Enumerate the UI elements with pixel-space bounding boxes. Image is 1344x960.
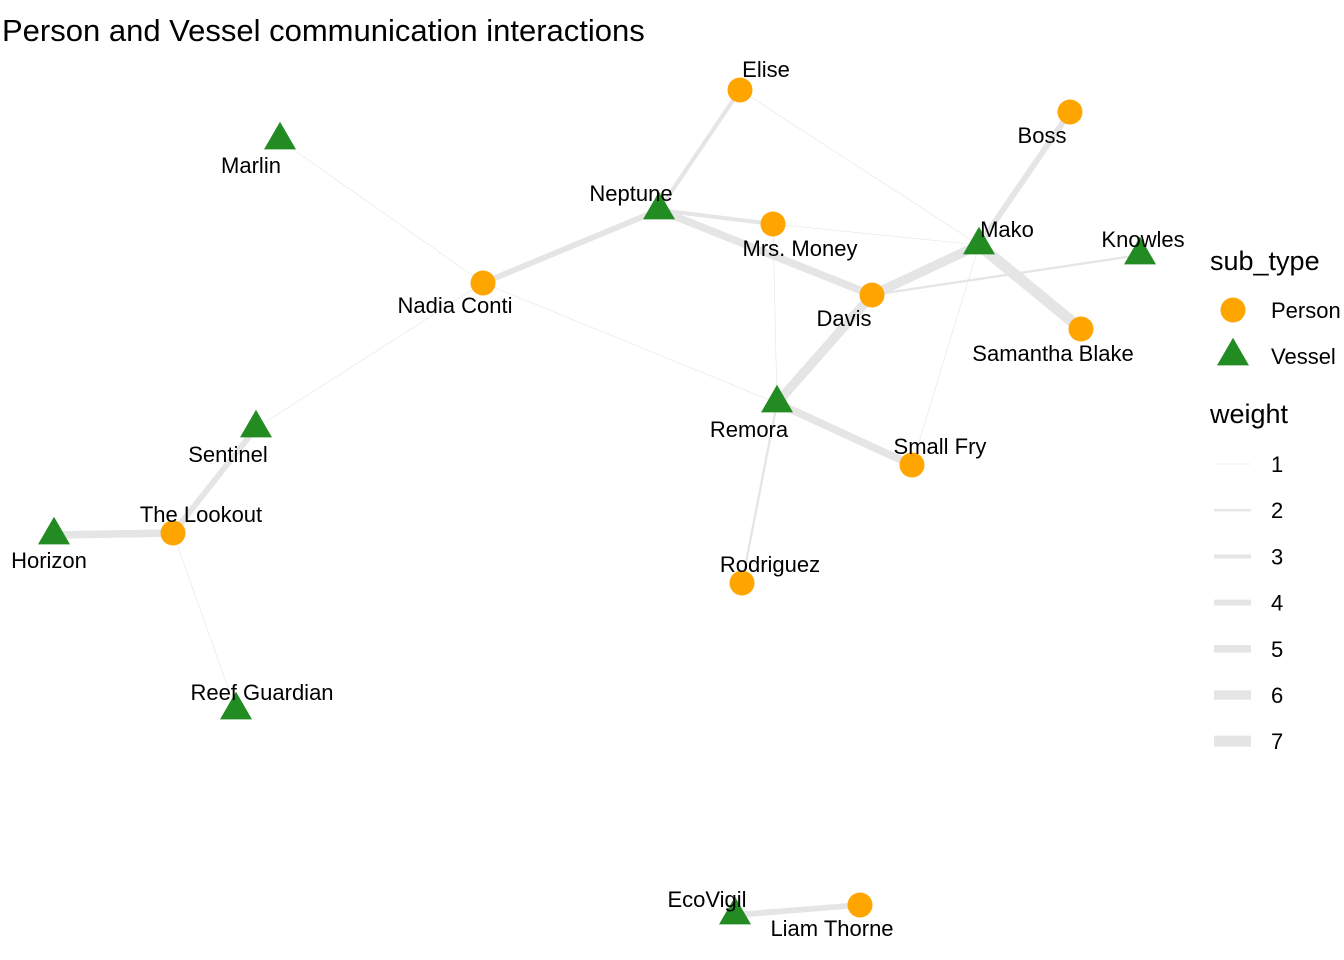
legend-weight-label: 7 xyxy=(1271,729,1283,754)
chart-title: Person and Vessel communication interact… xyxy=(2,13,645,48)
node-nadia-conti xyxy=(470,270,496,296)
node-label-marlin: Marlin xyxy=(221,153,281,178)
legend-vessel-icon xyxy=(1217,337,1249,366)
legend-weight-title: weight xyxy=(1209,399,1289,429)
edge-davis-knowles xyxy=(871,253,1141,297)
edge-ecovigil-liam-thorne xyxy=(734,902,861,918)
legend-weight-label: 2 xyxy=(1271,498,1283,523)
node-label-samantha-blake: Samantha Blake xyxy=(972,341,1133,366)
node-label-elise: Elise xyxy=(742,57,790,82)
legend-weight-label: 1 xyxy=(1271,452,1283,477)
node-label-nadia-conti: Nadia Conti xyxy=(398,293,513,318)
node-label-liam-thorne: Liam Thorne xyxy=(770,916,893,941)
edges-layer xyxy=(53,88,1141,918)
node-neptune xyxy=(643,191,675,220)
node-mrs-money xyxy=(760,211,786,237)
legend-weight-items: 1 2 3 4 5 6 7 xyxy=(1214,452,1283,754)
edge-remora-rodriguez xyxy=(740,402,779,584)
edge-mako-davis xyxy=(870,240,981,300)
legend-weight-label: 4 xyxy=(1271,591,1283,616)
node-label-mako: Mako xyxy=(980,217,1034,242)
node-label-mrs-money: Mrs. Money xyxy=(743,236,858,261)
node-knowles xyxy=(1124,236,1156,265)
edge-mrs-money-remora xyxy=(772,223,778,404)
legend-person-icon xyxy=(1220,297,1246,323)
edge-nadia-conti-sentinel xyxy=(255,282,484,429)
node-the-lookout xyxy=(160,520,186,546)
legend-subtype-label: Vessel xyxy=(1271,344,1336,369)
node-label-the-lookout: The Lookout xyxy=(140,502,262,527)
node-label-remora: Remora xyxy=(710,417,789,442)
node-elise xyxy=(727,77,753,103)
edge-elise-neptune xyxy=(657,88,742,212)
edge-elise-mako xyxy=(739,89,980,246)
legend-subtype-label: Person xyxy=(1271,298,1341,323)
edge-davis-remora xyxy=(773,291,876,407)
node-marlin xyxy=(264,121,296,150)
node-label-neptune: Neptune xyxy=(589,181,672,206)
edge-neptune-davis xyxy=(657,206,874,299)
legend-weight-label: 3 xyxy=(1271,544,1283,569)
node-label-davis: Davis xyxy=(816,306,871,331)
edge-mrs-money-mako xyxy=(772,223,980,246)
node-mako xyxy=(963,226,995,255)
node-label-sentinel: Sentinel xyxy=(188,442,268,467)
node-label-reef-guardian: Reef Guardian xyxy=(190,680,333,705)
node-label-ecovigil: EcoVigil xyxy=(667,887,746,912)
node-samantha-blake xyxy=(1068,316,1094,342)
legend-weight-label: 6 xyxy=(1271,683,1283,708)
node-label-horizon: Horizon xyxy=(11,548,87,573)
node-reef-guardian xyxy=(220,691,252,720)
edge-neptune-mrs-money xyxy=(658,207,774,227)
node-sentinel xyxy=(240,409,272,438)
edge-mako-small-fry xyxy=(911,244,980,466)
node-boss xyxy=(1057,99,1083,125)
edge-marlin-nadia-conti xyxy=(279,139,484,284)
edge-mako-samantha-blake xyxy=(975,240,1085,334)
node-label-small-fry: Small Fry xyxy=(894,434,987,459)
edge-neptune-nadia-conti xyxy=(481,207,661,286)
node-ecovigil xyxy=(719,896,751,925)
edge-nadia-conti-remora xyxy=(482,282,778,404)
edge-the-lookout-horizon xyxy=(53,529,174,539)
edge-sentinel-the-lookout xyxy=(170,426,259,535)
node-horizon xyxy=(38,516,70,545)
node-liam-thorne xyxy=(847,892,873,918)
node-rodriguez xyxy=(729,570,755,596)
nodes-layer xyxy=(38,77,1156,925)
edge-remora-small-fry xyxy=(775,399,914,469)
edge-the-lookout-reef-guardian xyxy=(172,532,237,711)
node-remora xyxy=(761,384,793,413)
node-davis xyxy=(859,282,885,308)
legend-weight-label: 5 xyxy=(1271,637,1283,662)
node-label-knowles: Knowles xyxy=(1101,227,1184,252)
edge-boss-mako xyxy=(976,110,1073,247)
legend-subtype-title: sub_type xyxy=(1210,246,1320,276)
node-label-boss: Boss xyxy=(1018,123,1067,148)
node-label-rodriguez: Rodriguez xyxy=(720,552,820,577)
node-small-fry xyxy=(899,452,925,478)
